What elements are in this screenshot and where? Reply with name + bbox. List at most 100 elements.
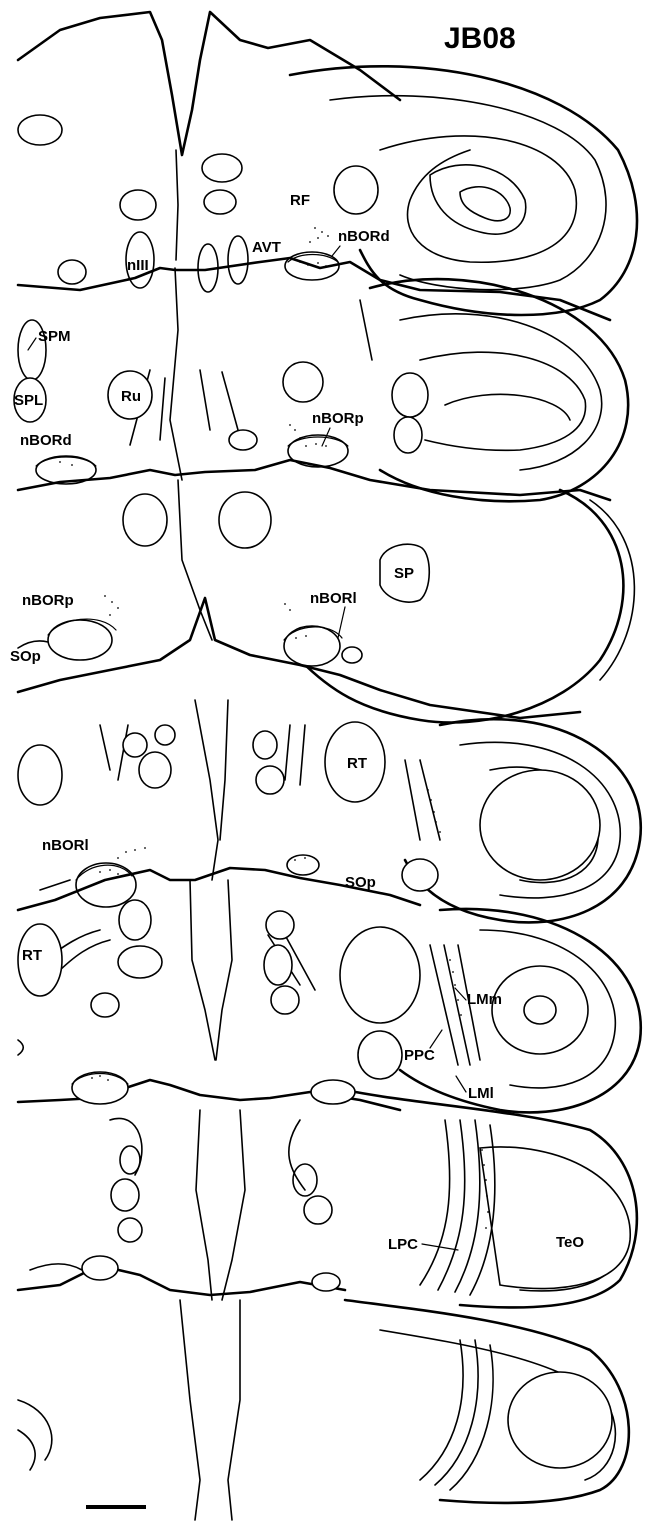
section-4-midline-b	[220, 700, 228, 840]
section-4-tract-c	[285, 725, 290, 780]
section-5-nucleus-c	[91, 993, 119, 1017]
section-2-nucleus-a	[283, 362, 323, 402]
section-2-tract-b	[160, 378, 165, 440]
section-1-nIII-label: nIII	[127, 257, 149, 274]
section-6-midline	[196, 1110, 212, 1300]
section-6-lamina-a	[420, 1120, 450, 1285]
section-2-midline	[170, 268, 182, 480]
section-5-LMm-label: LMm	[467, 991, 502, 1008]
section-3-nucleus-b	[219, 492, 271, 548]
section-5-PPC-label: PPC	[404, 1047, 435, 1064]
section-2-nucleus-c	[394, 417, 422, 453]
section-7-midline	[180, 1300, 200, 1520]
section-1-nucleus-a	[18, 115, 62, 145]
section-4-nBORl-rostral	[40, 880, 70, 890]
section-5-RT-label: RT	[22, 947, 42, 964]
section-6-nucleus-g	[304, 1196, 332, 1224]
section-5-nucleus-d	[266, 911, 294, 939]
section-4-tectum-core	[480, 770, 600, 880]
section-3-SP-label: SP	[394, 565, 414, 582]
section-4-tract-e	[405, 760, 420, 840]
section-1-tectum-core	[430, 165, 526, 234]
section-4-nucleus-f	[256, 766, 284, 794]
section-2-SPL-label: SPL	[14, 392, 43, 409]
section-7-edge-b	[18, 1430, 35, 1470]
section-3-nBORl-nucleus	[284, 626, 340, 666]
section-2: SPM SPL Ru nBORd nBORp	[14, 258, 628, 501]
section-6-midline-b	[222, 1110, 245, 1300]
section-7-lamina-c	[450, 1345, 493, 1490]
section-5-LMl-leader	[456, 1076, 466, 1092]
section-6-TeO-outline	[480, 1147, 630, 1289]
section-3-SOp-outline	[18, 641, 48, 648]
section-5-tract-b	[55, 940, 110, 975]
section-7-dorsal-outline	[18, 1268, 345, 1295]
section-6-nucleus-d	[111, 1179, 139, 1211]
section-4-SOp-nucleus	[287, 855, 319, 875]
section-1-nBORd-label: nBORd	[338, 228, 390, 245]
section-4-nucleus-e	[253, 731, 277, 759]
section-2-tectum-layer-b	[420, 352, 586, 450]
section-4-tract-f	[420, 760, 440, 840]
section-5-edge-fragment	[18, 1040, 23, 1055]
section-2-nBORp-label: nBORp	[312, 410, 364, 427]
section-3-nBORp-label: nBORp	[22, 592, 74, 609]
section-2-nucleus-b	[392, 373, 428, 417]
section-2-tract-d	[222, 372, 238, 430]
section-1-nucleus-e	[334, 166, 378, 214]
section-2-tract-c	[200, 370, 210, 430]
section-3-midline	[178, 480, 212, 640]
section-3-nBORl-leader	[338, 607, 345, 638]
section-5-lamina-stipple	[449, 959, 462, 1016]
section-2-tract-e	[360, 300, 372, 360]
section-5-tectum-inner	[524, 996, 556, 1024]
section-1-RF-label: RF	[290, 192, 310, 209]
section-4-stipple	[99, 847, 306, 875]
section-1-nucleus-d	[204, 190, 236, 214]
section-5-PPC-leader	[430, 1030, 442, 1048]
section-6-LPC-label: LPC	[388, 1236, 418, 1253]
section-7-nucleus-cap	[30, 1264, 82, 1270]
section-1-nBORd-leader	[332, 246, 340, 256]
section-5-nucleus-b	[118, 946, 162, 978]
section-6-lamina-c	[455, 1120, 480, 1292]
section-6-lamina-b	[438, 1120, 465, 1290]
scale-bar	[86, 1505, 146, 1509]
section-7-tectum-core	[508, 1372, 612, 1468]
section-3-nucleus-a	[123, 494, 167, 546]
section-4-nucleus-d	[155, 725, 175, 745]
section-2-Ru-label: Ru	[121, 388, 141, 405]
section-4-nucleus-a	[18, 745, 62, 805]
section-4-nucleus-c	[139, 752, 171, 788]
section-5-nucleus-g	[358, 1031, 402, 1079]
section-5-LMm-leader	[455, 988, 466, 1000]
section-5-nucleus-f	[271, 986, 299, 1014]
figure-id-label: JB08	[444, 22, 516, 55]
section-2-tectum-layer-a	[400, 314, 602, 470]
section-2-nBORd-label: nBORd	[20, 432, 72, 449]
section-7	[18, 1256, 629, 1520]
section-1-nucleus-f	[58, 260, 86, 284]
section-6-TeO-label: TeO	[556, 1234, 584, 1251]
section-5-PPC-outline	[340, 927, 420, 1023]
section-5-midline	[190, 880, 215, 1060]
section-5-midline-b	[216, 880, 232, 1060]
section-7-nucleus-b	[312, 1273, 340, 1291]
section-4-tract-d	[300, 725, 305, 785]
section-6-nucleus-f	[293, 1164, 317, 1196]
section-4-tract-a	[100, 725, 110, 770]
section-6-nucleus-e	[118, 1218, 142, 1242]
section-4-nBORl-label: nBORl	[42, 837, 89, 854]
section-5-nucleus-a	[119, 900, 151, 940]
section-2-tectum-layer-c	[445, 394, 570, 420]
section-1-tectum-layer-b	[380, 136, 576, 262]
section-1: RF AVT nBORd nIII	[18, 12, 637, 315]
section-4-nucleus-g	[402, 859, 438, 891]
section-7-nucleus-a	[82, 1256, 118, 1280]
section-4-nBORl-nucleus	[76, 863, 136, 907]
section-2-SPM-label: SPM	[38, 328, 71, 345]
section-4-nucleus-b	[123, 733, 147, 757]
section-1-AVT-label: AVT	[252, 239, 281, 256]
section-1-nucleus-b	[120, 190, 156, 220]
section-1-nucleus-c	[202, 154, 242, 182]
